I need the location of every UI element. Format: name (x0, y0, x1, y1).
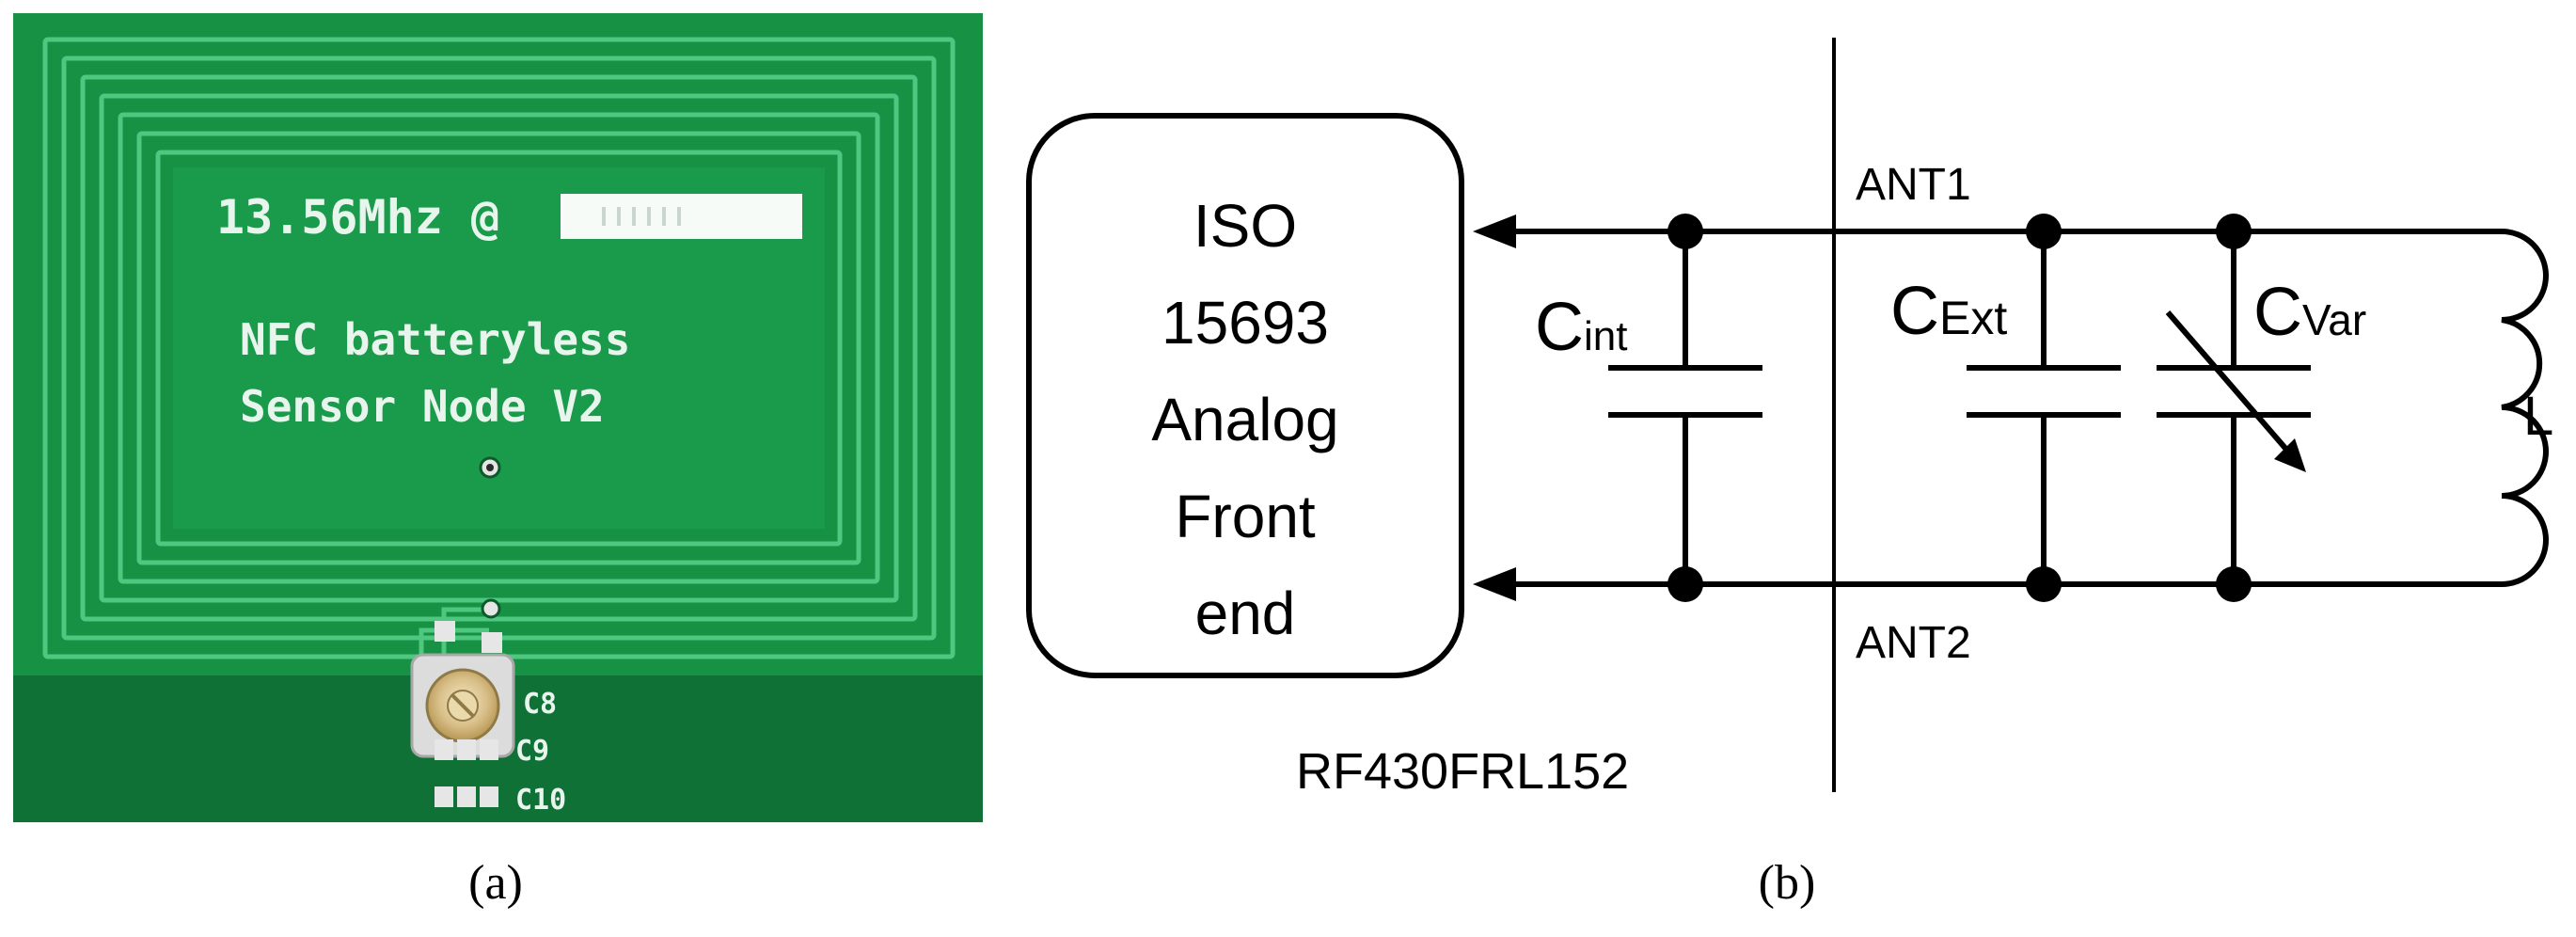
analog-front-end-block (1026, 113, 1464, 678)
caption-a: (a) (468, 856, 523, 910)
block-label-line4: Front (1175, 483, 1316, 550)
via-pad (481, 598, 501, 619)
part-label-c9: C9 (515, 735, 549, 768)
pcb-photo: 13.56Mhz @ NFC batteryless Sensor Node V… (13, 13, 983, 822)
block-label-line1: ISO (1193, 192, 1297, 260)
chip-name-label: RF430FRL152 (1296, 743, 1629, 800)
caption-b: (b) (1759, 856, 1816, 910)
board-frequency-label: 13.56Mhz @ (216, 190, 499, 245)
arrow-top (1473, 214, 1516, 248)
label-cint-main: C (1535, 290, 1584, 365)
arrow-bottom (1473, 567, 1516, 601)
block-label-line2: 15693 (1162, 289, 1329, 357)
capacitor-cvar (2157, 231, 2311, 584)
board-label-box (561, 194, 802, 239)
junction-dots (1667, 214, 2252, 602)
label-cvar-sub: Var (2302, 295, 2366, 344)
capacitor-c10-pads (435, 786, 498, 807)
label-inductor: L (2523, 386, 2553, 447)
signal-arrows (1473, 214, 1516, 601)
capacitor-cint (1608, 231, 1762, 584)
board-label-faint-marks (602, 207, 681, 226)
inductor-coil (2501, 229, 2549, 587)
label-cint-sub: int (1584, 313, 1627, 359)
smd-pad (435, 621, 455, 642)
board-title-line1: NFC batteryless (240, 314, 630, 365)
trimmer-capacitor (410, 653, 515, 758)
label-ant1: ANT1 (1856, 160, 1971, 210)
capacitor-cext (1967, 231, 2121, 584)
part-label-c10: C10 (515, 784, 566, 817)
label-cext-sub: Ext (1939, 292, 2007, 344)
board-title-line2: Sensor Node V2 (240, 381, 605, 432)
label-cext-main: C (1890, 274, 1939, 349)
label-cint: Cint (1535, 290, 1627, 365)
label-cvar: CVar (2253, 275, 2366, 350)
block-label-line5: end (1195, 580, 1296, 647)
smd-pad (482, 632, 502, 653)
capacitor-c9-pads (435, 739, 498, 760)
label-cvar-main: C (2253, 275, 2302, 350)
block-label-line3: Analog (1151, 386, 1338, 453)
label-cext: CExt (1890, 274, 2007, 349)
label-ant2: ANT2 (1856, 618, 1971, 668)
part-label-c8: C8 (523, 688, 557, 721)
